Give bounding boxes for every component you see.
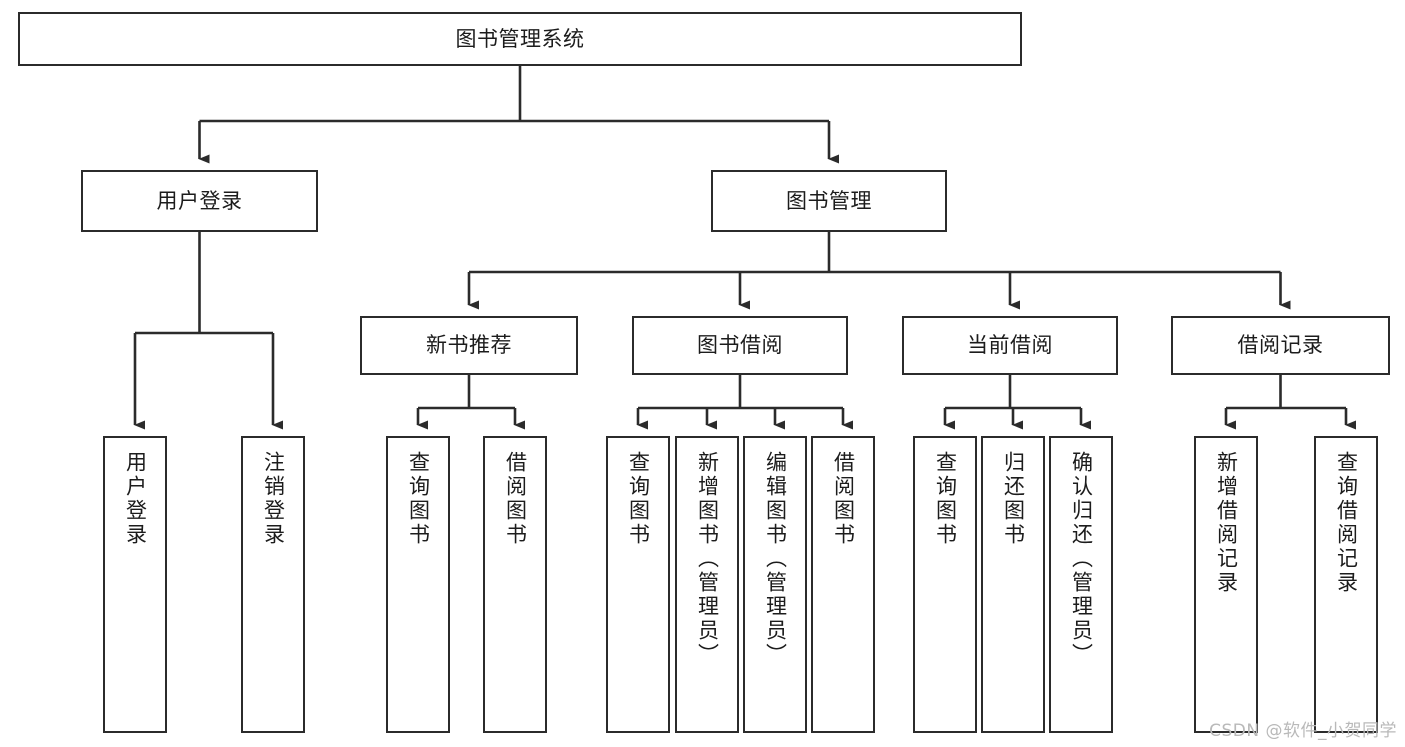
node-label: 图书借阅 — [697, 333, 783, 358]
csdn-watermark: CSDN @软件_小贺同学 — [1209, 721, 1397, 741]
node-leaf[interactable]: 归还图书 — [981, 436, 1045, 733]
node-label: 当前借阅 — [967, 333, 1053, 358]
node-label: 查询图书 — [626, 451, 651, 547]
node-level1[interactable]: 用户登录 — [81, 170, 318, 232]
node-level1[interactable]: 图书管理 — [711, 170, 947, 232]
node-level2[interactable]: 当前借阅 — [902, 316, 1118, 375]
node-label: 图书管理 — [786, 188, 872, 213]
node-label: 确认归还（管理员） — [1069, 451, 1094, 667]
node-label: 借阅记录 — [1237, 333, 1324, 358]
node-label: 查询借阅记录 — [1334, 451, 1359, 595]
node-label: 新增图书（管理员） — [695, 451, 720, 667]
node-label: 归还图书 — [1001, 451, 1026, 547]
node-leaf[interactable]: 用户登录 — [103, 436, 167, 733]
node-root[interactable]: 图书管理系统 — [18, 12, 1022, 66]
node-leaf[interactable]: 确认归还（管理员） — [1049, 436, 1113, 733]
node-leaf[interactable]: 查询图书 — [386, 436, 450, 733]
node-leaf[interactable]: 新增图书（管理员） — [675, 436, 739, 733]
node-level2[interactable]: 借阅记录 — [1171, 316, 1390, 375]
node-label: 编辑图书（管理员） — [763, 451, 788, 667]
node-label: 查询图书 — [933, 451, 958, 547]
node-leaf[interactable]: 新增借阅记录 — [1194, 436, 1258, 733]
node-leaf[interactable]: 借阅图书 — [811, 436, 875, 733]
node-label: 注销登录 — [261, 451, 286, 547]
node-leaf[interactable]: 注销登录 — [241, 436, 305, 733]
node-label: 用户登录 — [123, 451, 148, 547]
node-label: 用户登录 — [156, 188, 243, 213]
node-level2[interactable]: 图书借阅 — [632, 316, 848, 375]
node-leaf[interactable]: 查询图书 — [913, 436, 977, 733]
node-label: 借阅图书 — [831, 451, 856, 547]
node-leaf[interactable]: 查询图书 — [606, 436, 670, 733]
node-leaf[interactable]: 查询借阅记录 — [1314, 436, 1378, 733]
node-label: 借阅图书 — [503, 451, 528, 547]
node-label: 新书推荐 — [426, 333, 512, 358]
node-label: 新增借阅记录 — [1214, 451, 1239, 595]
node-leaf[interactable]: 编辑图书（管理员） — [743, 436, 807, 733]
node-level2[interactable]: 新书推荐 — [360, 316, 578, 375]
node-label: 查询图书 — [406, 451, 431, 547]
node-label: 图书管理系统 — [455, 26, 585, 51]
node-leaf[interactable]: 借阅图书 — [483, 436, 547, 733]
